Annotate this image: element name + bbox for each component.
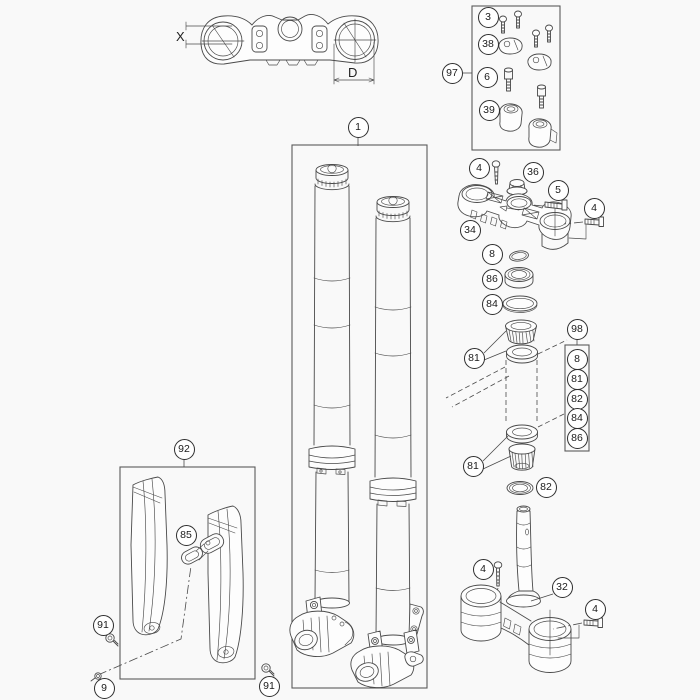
callout-8-kit-item[interactable]: 8: [566, 348, 588, 370]
callout-39-bar-mount[interactable]: 39: [478, 99, 500, 121]
callout-84-kit-item[interactable]: 84: [566, 407, 588, 429]
callout-34-upper-clamp[interactable]: 34: [459, 219, 481, 241]
callout-82-dust-seal[interactable]: 82: [535, 476, 557, 498]
triple-clamp-top-view-drawing: [185, 13, 379, 85]
bolts-6-drawing: [504, 67, 546, 109]
callout-32-lower-clamp-stem[interactable]: 32: [551, 576, 573, 598]
callout-4-lower-left-bolt[interactable]: 4: [472, 558, 494, 580]
callout-86-kit-item[interactable]: 86: [566, 427, 588, 449]
callout-4-top-bolt[interactable]: 4: [468, 157, 490, 179]
callout-84-seal-ring[interactable]: 84: [481, 293, 503, 315]
callout-6-bolt[interactable]: 6: [476, 66, 498, 88]
callout-1-fork-assembly[interactable]: 1: [347, 116, 369, 138]
callout-8-oring[interactable]: 8: [481, 243, 503, 265]
clamp-bolt-5-drawing: [531, 199, 568, 211]
callout-97-handlebar-kit[interactable]: 97: [441, 62, 463, 84]
dimension-label-d: D: [348, 65, 358, 80]
callout-91-guard-screw-right[interactable]: 91: [258, 675, 280, 697]
upper-triple-clamp-drawing: [457, 160, 604, 250]
clamp-halves-38-drawing: [498, 37, 552, 71]
left-fork-leg-drawing: [289, 163, 356, 657]
right-axle-clamp-drawing: [350, 629, 424, 689]
upper-steering-bearing-drawing: [505, 319, 538, 364]
callout-91-guard-screw-left[interactable]: 91: [92, 614, 114, 636]
lower-clamp-body-drawing: [460, 584, 572, 673]
dimension-label-x: X: [176, 29, 185, 44]
callout-81-lower-bearing[interactable]: 81: [462, 455, 484, 477]
right-fork-leg-drawing: [350, 195, 424, 689]
screws-3-drawing: [499, 10, 553, 48]
left-axle-clamp-drawing: [289, 596, 355, 657]
callout-82-kit-item[interactable]: 82: [566, 388, 588, 410]
guard-screw-91-right-drawing: [261, 663, 275, 677]
guard-clamp-85-drawing: [181, 533, 225, 565]
fork-assembly-box: [289, 144, 428, 689]
callout-38-clamp-half[interactable]: 38: [477, 33, 499, 55]
callout-86-bearing-cover[interactable]: 86: [481, 268, 503, 290]
callout-98-bearing-kit[interactable]: 98: [566, 318, 588, 340]
callout-36-stem-nut[interactable]: 36: [522, 161, 544, 183]
callout-leader-lines: [183, 72, 578, 602]
callout-85-guard-clamp[interactable]: 85: [175, 524, 197, 546]
clamp-bolt-4-right-drawing: [563, 216, 604, 240]
callout-81-upper-bearing[interactable]: 81: [463, 347, 485, 369]
bar-mounts-39-drawing: [499, 103, 558, 148]
callout-81-kit-item[interactable]: 81: [566, 368, 588, 390]
guard-screw-91-left-drawing: [105, 633, 119, 647]
left-fork-guard-drawing: [130, 476, 168, 636]
right-fork-guard-drawing: [207, 505, 244, 664]
fork-protector-box: [90, 466, 275, 682]
callout-4-lower-right-bolt[interactable]: 4: [584, 598, 606, 620]
lower-steering-bearing-drawing: [506, 424, 538, 471]
handlebar-mount-kit-box: [471, 5, 561, 151]
callout-5-pinch-bolt[interactable]: 5: [547, 179, 569, 201]
lower-triple-clamp-drawing: [460, 505, 603, 673]
callout-92-fork-protector-set[interactable]: 92: [173, 438, 195, 460]
steering-bearing-stack-drawing: [445, 250, 568, 495]
callout-9-guard-screw[interactable]: 9: [93, 678, 115, 699]
callout-4-upper-right-bolt[interactable]: 4: [583, 197, 605, 219]
stem-bolt-4-bottom-drawing: [552, 617, 603, 639]
callout-3-screw[interactable]: 3: [477, 6, 499, 28]
